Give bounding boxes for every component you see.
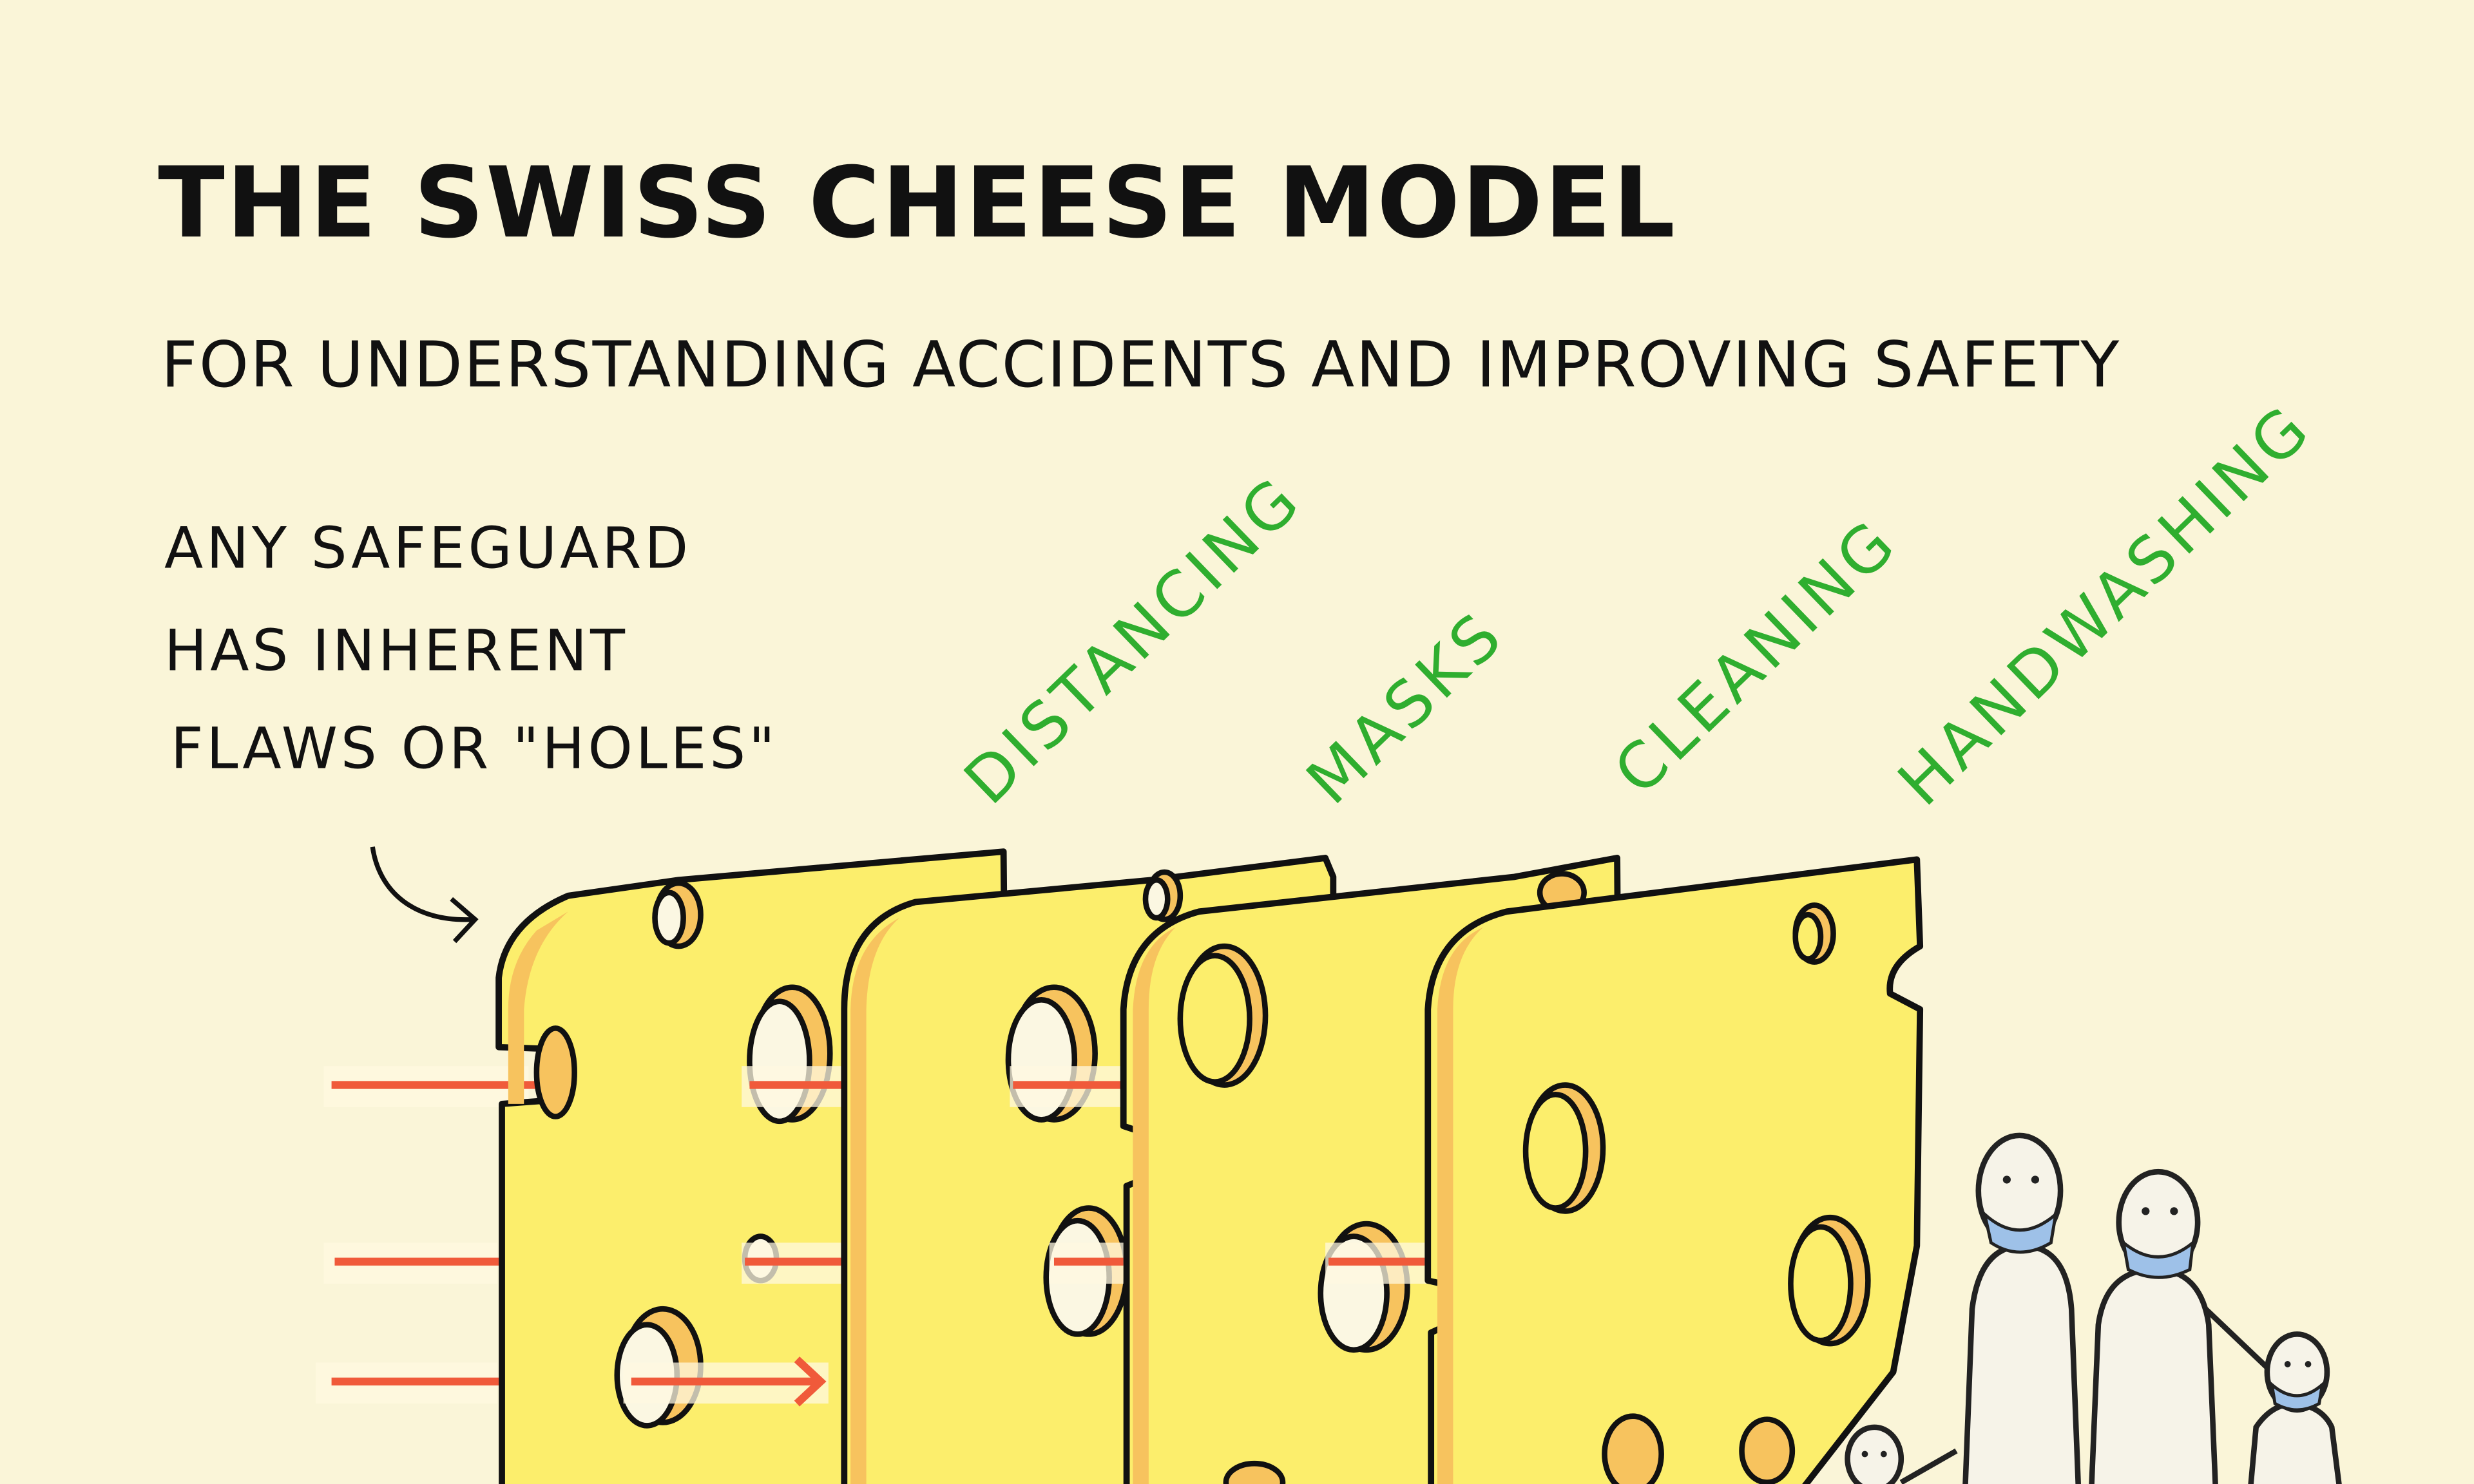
face-mask-icon (1982, 1210, 2058, 1254)
face-mask-icon (2121, 1239, 2195, 1279)
person-child-1 (2248, 1331, 2342, 1484)
curved-arrow-icon (370, 846, 479, 944)
caption-line-1: ANY SAFEGUARD (164, 515, 691, 581)
cheese-slice-handwashing (1424, 856, 1924, 1484)
subtitle: FOR UNDERSTANDING ACCIDENTS AND IMPROVIN… (161, 328, 2120, 402)
caption-line-3: FLAWS OR "HOLES" (171, 715, 778, 781)
caption: ANY SAFEGUARD HAS INHERENT FLAWS OR "HOL… (164, 515, 778, 781)
person-adult-1 (1962, 1132, 2081, 1484)
caption-line-2: HAS INHERENT (164, 618, 628, 684)
page-title: THE SWISS CHEESE MODEL (158, 146, 1676, 260)
people-group (1845, 1132, 2342, 1484)
face-mask-icon (2269, 1380, 2325, 1412)
person-adult-2 (2089, 1168, 2274, 1484)
hazard-rays (316, 1066, 545, 1404)
person-child-2 (1845, 1424, 1958, 1484)
